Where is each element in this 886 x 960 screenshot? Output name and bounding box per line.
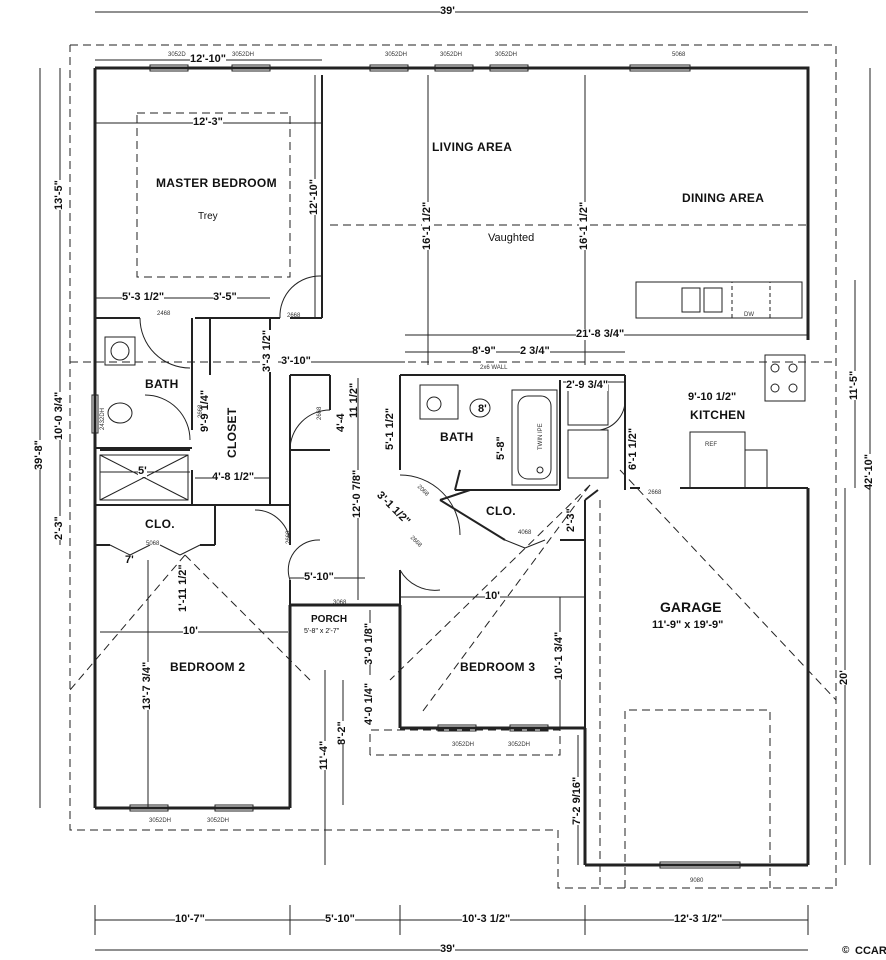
note-door-4068: 4068 <box>518 530 532 536</box>
dim-shower-5: 5' <box>138 465 147 477</box>
note-tub: TWIN IPE <box>538 423 544 450</box>
note-2x6-wall: 2x6 WALL <box>480 365 508 371</box>
dim-bottom-10-7: 10'-7" <box>175 913 205 925</box>
note-window-h: 3052DH <box>508 742 531 748</box>
dim-11-4: 11'-4" <box>318 740 330 770</box>
dim-left-10-0: 10'-0 3/4" <box>53 391 65 440</box>
dim-left-39-8: 39'-8" <box>33 440 45 470</box>
dim-8-9: 8'-9" <box>472 345 496 357</box>
dim-7: 7' <box>125 554 134 566</box>
dim-master-width: 12'-10" <box>190 53 226 65</box>
dim-5-1: 5'-1 1/2" <box>384 407 396 450</box>
dim-9-10: 9'-10 1/2" <box>688 391 737 403</box>
note-door-2668-b: 2668 <box>198 404 204 418</box>
dim-bottom-12-3: 12'-3 1/2" <box>674 913 723 925</box>
room-dining-area: DINING AREA <box>682 191 765 205</box>
note-window-e: 3052DH <box>149 818 172 824</box>
room-bath-master: BATH <box>145 377 179 391</box>
dim-right-11-5: 11'-5" <box>848 370 860 400</box>
note-refrigerator: REF <box>705 442 717 448</box>
vaulted-note: Vaughted <box>488 232 535 244</box>
room-porch: PORCH <box>311 614 348 625</box>
dim-living-depth: 16'-1 1/2" <box>421 201 433 250</box>
note-door-2668-d: 2668 <box>286 530 292 544</box>
porch-size: 5'-8" x 2'-7" <box>304 628 340 635</box>
dim-top-overall: 39' <box>440 5 455 17</box>
room-closet-bed2: CLO. <box>145 517 175 531</box>
note-window-5068: 5068 <box>672 52 686 58</box>
dim-4-8: 4'-8 1/2" <box>212 471 255 483</box>
room-living-area: LIVING AREA <box>432 140 513 154</box>
note-window-b: 3052DH <box>385 52 408 58</box>
note-door-2668-a: 2668 <box>287 313 301 319</box>
room-kitchen: KITCHEN <box>690 408 746 422</box>
garage-size: 11'-9" x 19'-9" <box>652 619 724 631</box>
dim-2-3b: 2'-3" <box>565 508 577 532</box>
dim-master-depth: 12'-10" <box>308 179 320 215</box>
copyright-label: CCAR <box>855 945 886 957</box>
note-door-5068: 5068 <box>146 541 160 547</box>
note-window-g: 3052DH <box>452 742 475 748</box>
note-window-f: 3052DH <box>207 818 230 824</box>
dim-11-1-2: 11 1/2" <box>348 382 360 418</box>
note-window-d: 3052DH <box>495 52 518 58</box>
note-dishwasher: DW <box>744 312 754 318</box>
dim-5-10: 5'-10" <box>304 571 334 583</box>
dim-bed3-width: 10' <box>485 590 500 602</box>
note-window-a: 3052DH <box>232 52 255 58</box>
dim-bottom-5-10: 5'-10" <box>325 913 355 925</box>
room-garage: GARAGE <box>660 599 722 615</box>
dim-6-1: 6'-1 1/2" <box>627 427 639 470</box>
room-closet-bed3: CLO. <box>486 504 516 518</box>
dim-1-11: 1'-11 1/2" <box>177 564 189 612</box>
dim-8: 8' <box>478 403 487 415</box>
note-garage-door: 9080 <box>690 878 704 884</box>
dim-3-10: 3'-10" <box>281 355 311 367</box>
dim-5-3: 5'-3 1/2" <box>122 291 165 303</box>
dim-2-3-4: 2 3/4" <box>520 345 550 357</box>
dim-5-8: 5'-8" <box>495 436 507 460</box>
dim-dining-depth: 16'-1 1/2" <box>578 201 590 250</box>
dim-7-2: 7'-2 9/16" <box>571 776 583 825</box>
dim-12-0: 12'-0 7/8" <box>351 469 363 518</box>
room-master-bedroom: MASTER BEDROOM <box>156 176 277 190</box>
room-bedroom-3: BEDROOM 3 <box>460 660 536 674</box>
note-door-2668-c: 2668 <box>317 406 323 420</box>
copyright-icon: © <box>842 945 850 956</box>
note-window-3052d: 3052D <box>168 52 186 58</box>
dim-10-1: 10'-1 3/4" <box>553 631 565 680</box>
dim-21-8: 21'-8 3/4" <box>576 328 625 340</box>
note-window-c: 3052DH <box>440 52 463 58</box>
note-window-2432dh: 2432DH <box>100 407 106 430</box>
dim-3-3: 3'-3 1/2" <box>261 329 273 372</box>
room-bath-hall: BATH <box>440 430 474 444</box>
dim-master-inner: 12'-3" <box>193 116 223 128</box>
dim-bed2-width: 10' <box>183 625 198 637</box>
note-door-2668-e: 2668 <box>648 490 662 496</box>
dim-4-4: 4'-4 <box>335 413 347 432</box>
dim-right-20: 20' <box>838 670 850 685</box>
dim-3-5: 3'-5" <box>213 291 237 303</box>
room-master-subtitle: Trey <box>198 211 218 222</box>
note-door-3068: 3068 <box>333 600 347 606</box>
dim-2-9-3-4: 2'-9 3/4" <box>566 379 609 391</box>
dim-8-2: 8'-2" <box>336 721 348 745</box>
dim-left-2-3: 2'-3" <box>53 516 65 540</box>
room-bedroom-2: BEDROOM 2 <box>170 660 246 674</box>
dim-left-13-5: 13'-5" <box>53 180 65 210</box>
dim-right-42-10: 42'-10" <box>863 454 875 490</box>
note-door-2468-a: 2468 <box>157 311 171 317</box>
dim-bottom-10-3: 10'-3 1/2" <box>462 913 511 925</box>
dim-13-7: 13'-7 3/4" <box>141 661 153 710</box>
dim-bottom-overall: 39' <box>440 943 455 955</box>
dim-3-0: 3'-0 1/8" <box>363 622 375 665</box>
room-closet: CLOSET <box>225 407 239 458</box>
dim-4-0: 4'-0 1/4" <box>363 682 375 725</box>
